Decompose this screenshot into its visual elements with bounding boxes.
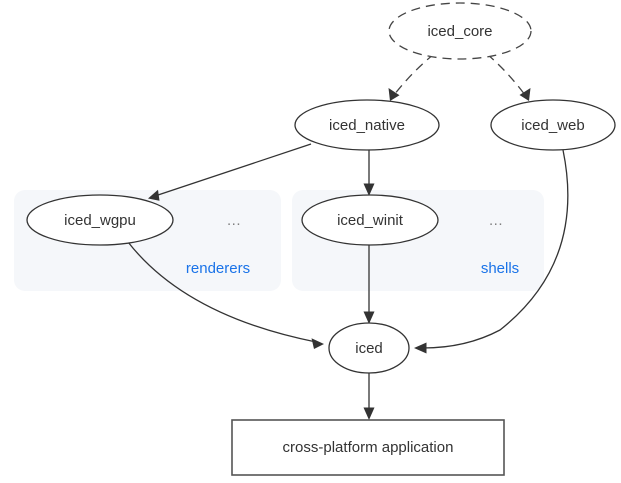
node-iced-wgpu-shape[interactable] — [26, 194, 174, 246]
edge-native-to-wgpu-line — [154, 143, 312, 197]
node-iced-label: iced — [355, 340, 383, 357]
node-iced-web-label: iced_web — [521, 117, 584, 134]
edge-core-to-native — [388, 53, 435, 101]
edge-web-to-iced-arrowhead — [414, 342, 427, 354]
edge-web-to-iced — [414, 149, 569, 354]
edge-core-to-native-line — [393, 53, 435, 96]
edge-native-to-winit-arrowhead — [363, 183, 375, 196]
edge-iced-to-app — [363, 373, 375, 420]
node-iced-core-shape[interactable] — [388, 2, 532, 60]
node-iced-winit[interactable]: iced_winit — [301, 194, 439, 246]
renderers-ellipsis-label: ... — [227, 212, 241, 229]
shells-ellipsis-label: ... — [489, 212, 503, 229]
edge-core-to-native-arrowhead — [388, 88, 400, 101]
node-cross-platform-application-label: cross-platform application — [283, 439, 454, 456]
edge-web-to-iced-line — [422, 149, 569, 349]
node-iced-web-shape[interactable] — [490, 99, 616, 151]
cluster-renderers-label: renderers — [186, 260, 250, 277]
edge-wgpu-to-iced — [127, 241, 324, 349]
node-iced-core-label: iced_core — [427, 23, 492, 40]
edge-wgpu-to-iced-line — [127, 241, 317, 343]
node-iced-native[interactable]: iced_native — [294, 99, 440, 151]
node-iced-winit-label: iced_winit — [337, 212, 404, 229]
node-iced-wgpu[interactable]: iced_wgpu — [26, 194, 174, 246]
node-iced-winit-shape[interactable] — [301, 194, 439, 246]
node-iced-shape[interactable] — [328, 322, 410, 374]
edge-core-to-web-line — [486, 53, 526, 96]
edge-core-to-web — [486, 53, 531, 101]
edge-wgpu-to-iced-arrowhead — [311, 338, 324, 349]
edge-core-to-web-arrowhead — [519, 88, 531, 101]
edge-winit-to-iced-arrowhead — [363, 311, 375, 324]
node-iced-wgpu-label: iced_wgpu — [64, 212, 136, 229]
node-iced-web[interactable]: iced_web — [490, 99, 616, 151]
edge-native-to-wgpu-arrowhead — [148, 189, 160, 201]
edge-iced-to-app-arrowhead — [363, 407, 375, 420]
node-iced-native-shape[interactable] — [294, 99, 440, 151]
edge-native-to-winit — [363, 150, 375, 196]
node-cross-platform-application-shape[interactable] — [231, 419, 505, 476]
node-iced[interactable]: iced — [328, 322, 410, 374]
cluster-shells-label: shells — [481, 260, 519, 277]
edge-winit-to-iced — [363, 245, 375, 324]
node-cross-platform-application[interactable]: cross-platform application — [231, 419, 505, 476]
edge-native-to-wgpu — [148, 143, 312, 201]
node-iced-core[interactable]: iced_core — [388, 2, 532, 60]
node-iced-native-label: iced_native — [329, 117, 405, 134]
